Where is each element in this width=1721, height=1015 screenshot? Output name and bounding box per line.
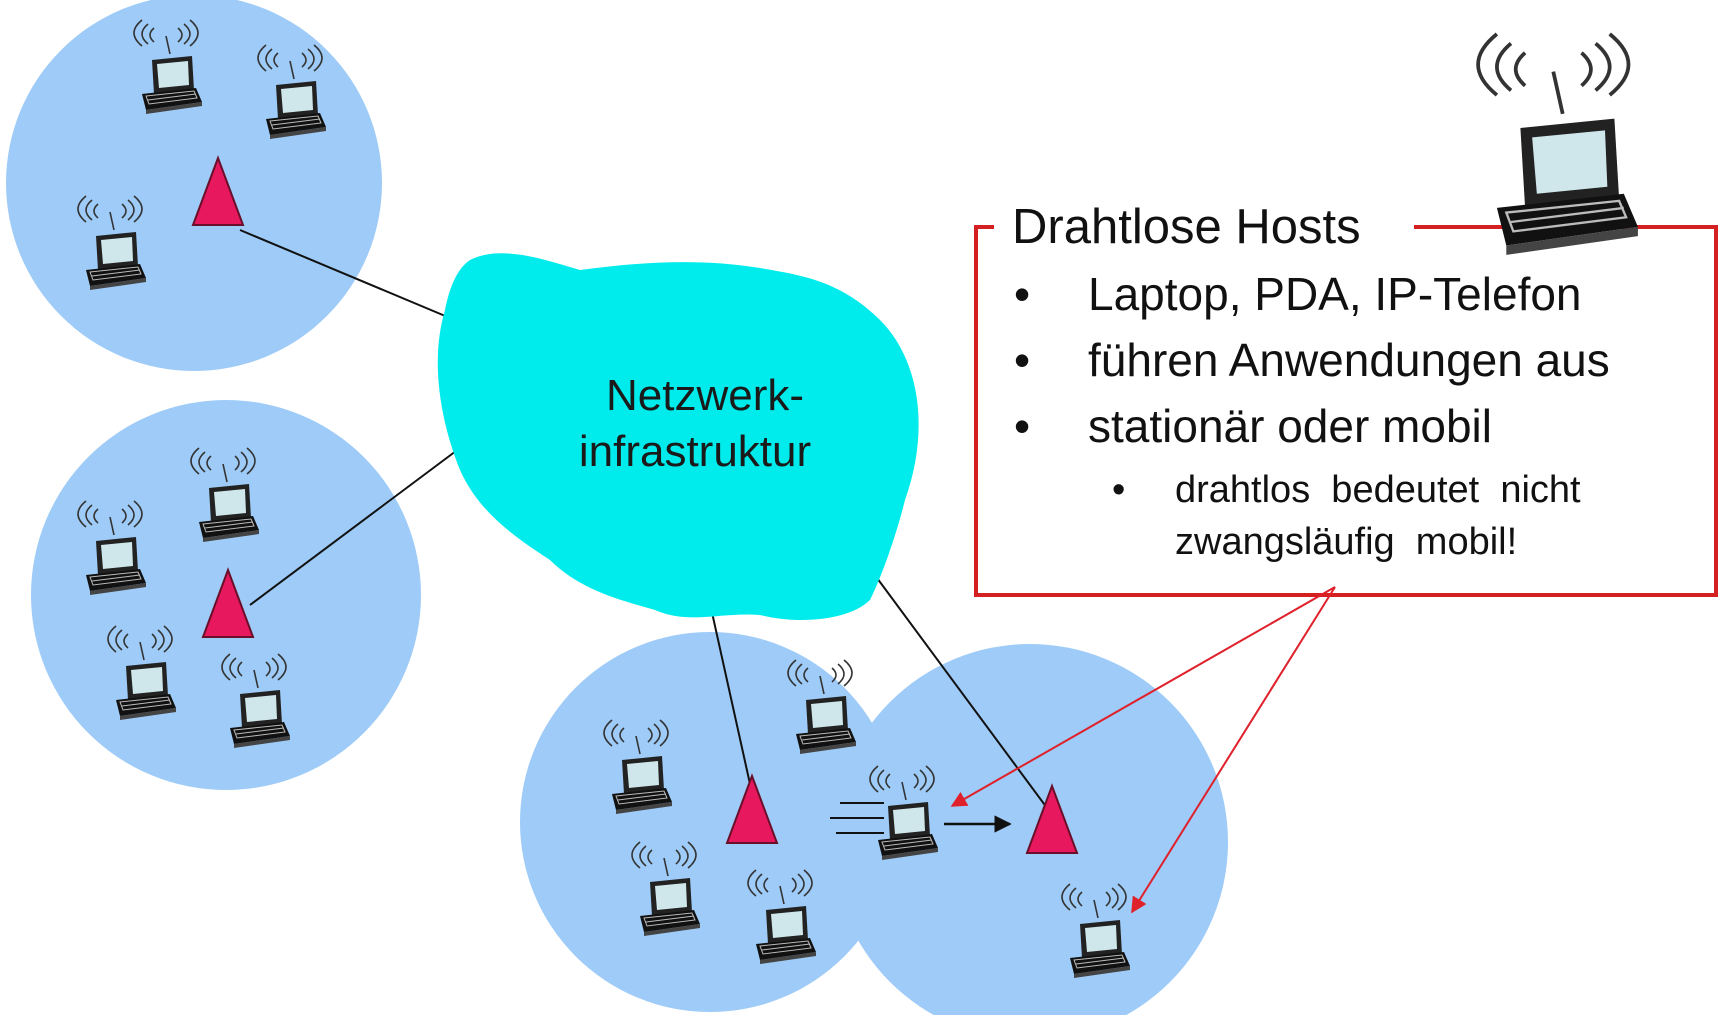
link-middle-left — [249, 447, 461, 606]
bullet-text: führen Anwendungen aus — [1088, 334, 1610, 386]
laptop-icon — [1476, 32, 1640, 257]
link-top-left — [239, 229, 451, 319]
network-cloud — [437, 253, 919, 621]
cloud-label-line1: Netzwerk- — [606, 371, 804, 420]
pointer-arrow-stationary-host — [1131, 586, 1336, 914]
bullet-dot: • — [1014, 268, 1030, 320]
info-box — [974, 225, 1718, 597]
wireless-cell-top-left — [6, 0, 382, 371]
wireless-cell-bottom-right — [832, 644, 1228, 1015]
sub-bullet-line1: drahtlos bedeutet nicht — [1175, 469, 1581, 511]
cloud-label-line2: infrastruktur — [579, 427, 811, 476]
link-bottom-right — [876, 577, 1051, 813]
title-gap — [994, 215, 1414, 239]
bullet-dot: • — [1014, 334, 1030, 386]
link-bottom-center — [710, 607, 753, 794]
bullet-text: Laptop, PDA, IP-Telefon — [1088, 268, 1582, 320]
bullet-dot: • — [1014, 400, 1030, 452]
motion-lines — [830, 802, 884, 834]
bullet-text: stationär oder mobil — [1088, 400, 1492, 452]
sub-bullet-line2: zwangsläufig mobil! — [1175, 521, 1517, 563]
sub-bullet-dot: • — [1112, 469, 1125, 511]
pointer-arrow-moving-host — [950, 586, 1336, 807]
info-box-title: Drahtlose Hosts — [1012, 200, 1361, 254]
